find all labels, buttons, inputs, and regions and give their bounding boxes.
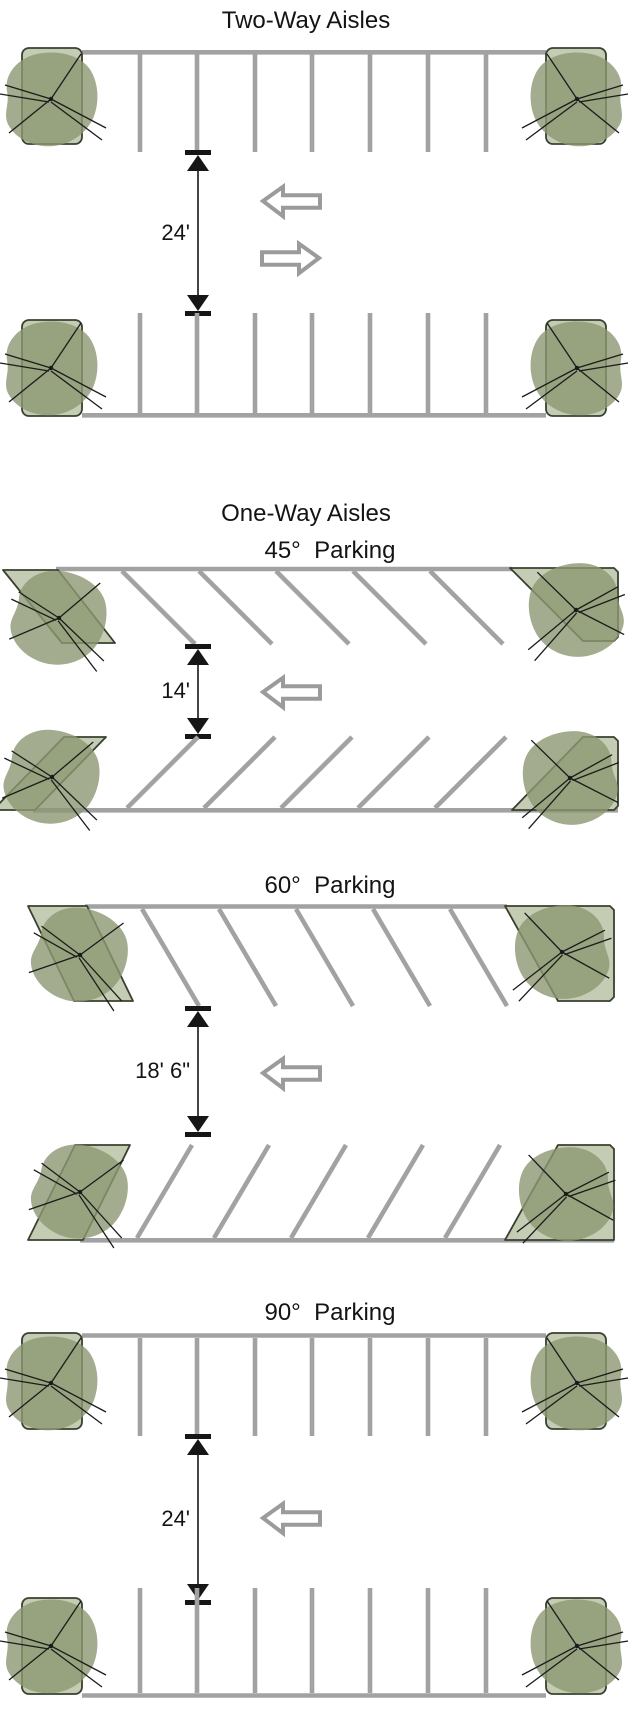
tree-island — [0, 319, 107, 417]
stall-lines — [137, 313, 489, 413]
parking-bay-bottom — [0, 1588, 629, 1698]
flow-arrow-left-icon — [261, 675, 322, 710]
section-title-one-way: One-Way Aisles — [221, 500, 391, 527]
tree-icon — [0, 320, 107, 416]
tree-icon — [521, 320, 629, 416]
parking-bay-bottom — [0, 717, 630, 839]
flow-arrow-left-icon — [261, 184, 322, 219]
tree-island — [521, 47, 629, 147]
aisle-width-dimension: 24' — [161, 150, 211, 316]
tree-island — [0, 717, 119, 839]
tree-island — [15, 893, 149, 1019]
tree-island — [521, 319, 629, 417]
stall-lines — [125, 735, 508, 810]
tree-island — [509, 553, 630, 669]
parking-bay-top — [0, 553, 630, 680]
tree-island — [0, 47, 107, 147]
section-two-way-aisles: Two-Way Aisles — [0, 7, 629, 418]
aisle-width-dimension: 18' 6" — [135, 1006, 211, 1137]
section-title-90: 90° Parking — [264, 1299, 395, 1326]
section-60-parking: 60° Parking — [15, 872, 626, 1256]
tree-icon — [521, 51, 629, 147]
stall-lines — [137, 1338, 489, 1436]
parking-bay-bottom — [0, 313, 629, 418]
tree-island — [503, 1138, 626, 1251]
tree-icon — [0, 1335, 107, 1431]
section-title-60: 60° Parking — [264, 872, 395, 899]
aisle-width-label: 24' — [161, 1506, 190, 1531]
tree-icon — [521, 1598, 629, 1694]
aisle-width-dimension: 24' — [161, 1434, 211, 1605]
parking-bay-top — [0, 1332, 629, 1436]
tree-island — [521, 1332, 629, 1431]
section-title-two-way: Two-Way Aisles — [222, 7, 390, 34]
flow-arrow-left-icon — [261, 1501, 322, 1536]
tree-island — [0, 1597, 107, 1695]
stall-lines — [140, 907, 509, 1008]
parking-bay-top — [15, 893, 622, 1019]
flow-arrow-right-icon — [260, 241, 321, 276]
tree-island — [499, 896, 622, 1009]
section-45-parking: One-Way Aisles 45° Parking — [0, 500, 630, 839]
tree-island — [0, 1332, 107, 1431]
tree-island — [521, 1597, 629, 1695]
tree-island — [505, 721, 630, 837]
parking-bay-bottom — [15, 1130, 626, 1256]
stall-lines — [137, 54, 489, 152]
tree-icon — [521, 1335, 629, 1431]
tree-icon — [0, 51, 107, 147]
tree-icon — [0, 1598, 107, 1694]
tree-island — [15, 1130, 149, 1256]
aisle-width-dimension: 14' — [161, 644, 211, 739]
flow-arrow-left-icon — [261, 1056, 322, 1091]
section-90-parking: 90° Parking — [0, 1299, 629, 1698]
aisle-width-label: 18' 6" — [135, 1058, 190, 1083]
aisle-width-label: 24' — [161, 220, 190, 245]
stall-lines — [120, 569, 505, 646]
tree-island — [0, 558, 126, 680]
parking-bay-top — [0, 47, 629, 152]
section-title-45: 45° Parking — [264, 537, 395, 564]
stall-lines — [137, 1588, 489, 1693]
stall-lines — [135, 1143, 502, 1240]
aisle-width-label: 14' — [161, 678, 190, 703]
